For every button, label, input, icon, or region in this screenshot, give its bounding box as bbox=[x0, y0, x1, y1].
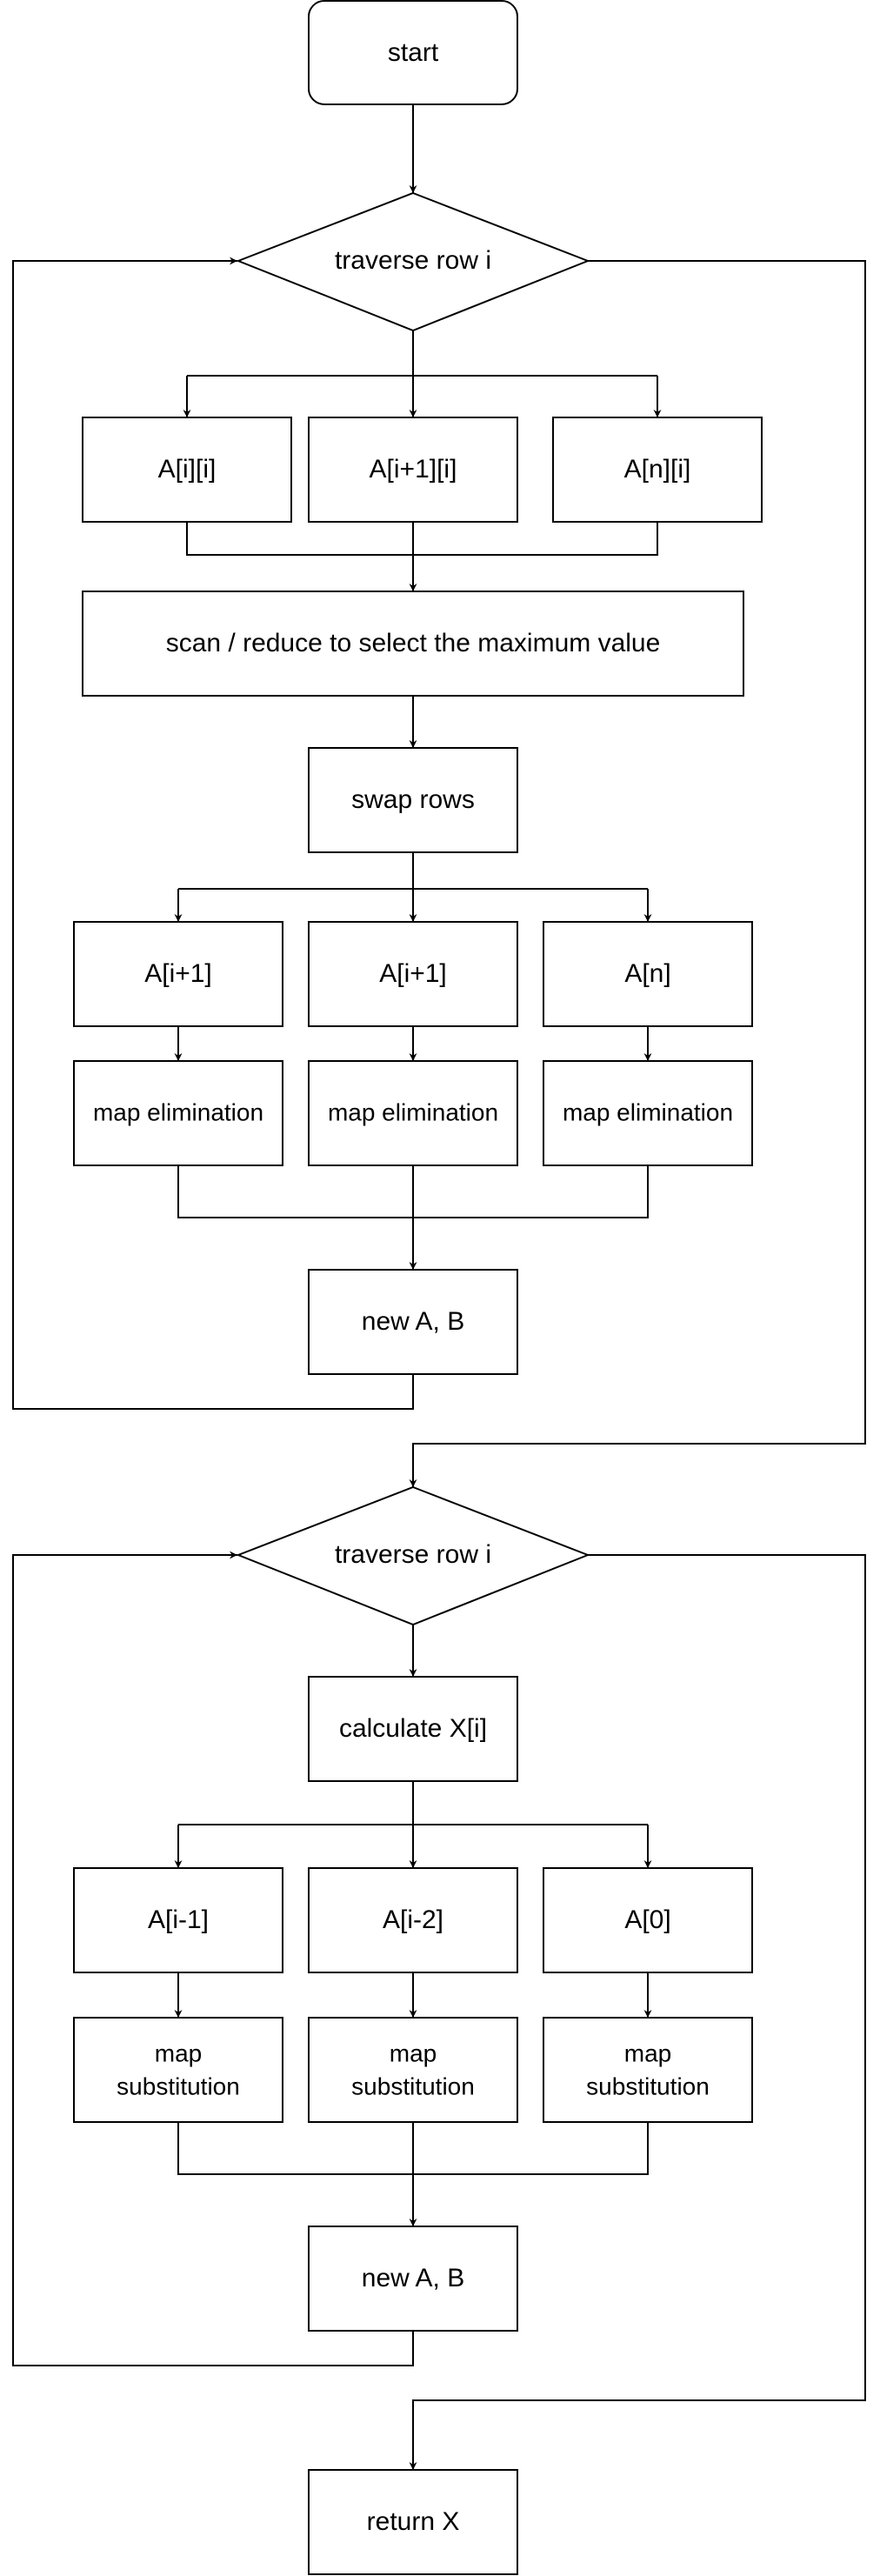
cell-label: A[n][i] bbox=[624, 455, 691, 484]
new-ab-label: new A, B bbox=[362, 1307, 464, 1336]
calc-node: calculate X[i] bbox=[308, 1676, 518, 1782]
map-elimination-label: map elimination bbox=[328, 1098, 498, 1125]
edge-exit-loop-2 bbox=[409, 1554, 866, 2470]
calc-label: calculate X[i] bbox=[339, 1714, 487, 1743]
start-node: start bbox=[308, 0, 518, 105]
row-label: A[i+1] bbox=[144, 959, 212, 988]
swap-label: swap rows bbox=[351, 785, 475, 814]
reduce-label: scan / reduce to select the maximum valu… bbox=[166, 629, 661, 657]
map-elimination-label: map elimination bbox=[563, 1098, 733, 1125]
edge-merge-bar-1 bbox=[186, 522, 658, 556]
brow-node-1: A[i-1] bbox=[73, 1867, 283, 1973]
new-ab-node-forward: new A, B bbox=[308, 1269, 518, 1375]
condition-node-forward: traverse row i bbox=[236, 191, 590, 332]
row-node-3: A[n] bbox=[543, 921, 753, 1027]
edges bbox=[12, 104, 866, 2470]
row-node-2: A[i+1] bbox=[308, 921, 518, 1027]
swap-node: swap rows bbox=[308, 747, 518, 853]
map-substitution-node-2: map substitution bbox=[308, 2017, 518, 2123]
edge-loop-back-1 bbox=[12, 257, 414, 1410]
map-elimination-node-2: map elimination bbox=[308, 1060, 518, 1166]
condition-label-forward: traverse row i bbox=[335, 246, 491, 275]
cell-node-2: A[i+1][i] bbox=[308, 417, 518, 523]
cell-node-1: A[i][i] bbox=[82, 417, 292, 523]
brow-label: A[i-2] bbox=[383, 1905, 443, 1934]
cell-label: A[i+1][i] bbox=[370, 455, 457, 484]
map-substitution-line2: substitution bbox=[351, 2072, 475, 2099]
map-substitution-line2: substitution bbox=[586, 2072, 710, 2099]
cell-node-3: A[n][i] bbox=[552, 417, 763, 523]
condition-label-backward: traverse row i bbox=[335, 1540, 491, 1569]
cell-label: A[i][i] bbox=[158, 455, 217, 484]
map-elimination-node-3: map elimination bbox=[543, 1060, 753, 1166]
brow-node-2: A[i-2] bbox=[308, 1867, 518, 1973]
row-label: A[i+1] bbox=[379, 959, 447, 988]
end-label: return X bbox=[367, 2507, 460, 2536]
reduce-node: scan / reduce to select the maximum valu… bbox=[82, 591, 744, 697]
start-label: start bbox=[388, 38, 439, 67]
map-substitution-line2: substitution bbox=[117, 2072, 240, 2099]
edge-exit-loop-1 bbox=[409, 260, 866, 1487]
row-node-1: A[i+1] bbox=[73, 921, 283, 1027]
end-node: return X bbox=[308, 2469, 518, 2575]
row-label: A[n] bbox=[624, 959, 670, 988]
map-substitution-line1: map bbox=[155, 2039, 202, 2066]
condition-node-backward: traverse row i bbox=[236, 1485, 590, 1626]
brow-node-3: A[0] bbox=[543, 1867, 753, 1973]
new-ab-node-backward: new A, B bbox=[308, 2226, 518, 2332]
edge-loop-back-2 bbox=[12, 1551, 414, 2366]
map-substitution-line1: map bbox=[624, 2039, 671, 2066]
new-ab-label: new A, B bbox=[362, 2264, 464, 2292]
map-elimination-label: map elimination bbox=[93, 1098, 263, 1125]
brow-label: A[i-1] bbox=[148, 1905, 209, 1934]
map-substitution-node-3: map substitution bbox=[543, 2017, 753, 2123]
brow-label: A[0] bbox=[624, 1905, 670, 1934]
map-substitution-line1: map bbox=[390, 2039, 437, 2066]
map-substitution-node-1: map substitution bbox=[73, 2017, 283, 2123]
map-elimination-node-1: map elimination bbox=[73, 1060, 283, 1166]
